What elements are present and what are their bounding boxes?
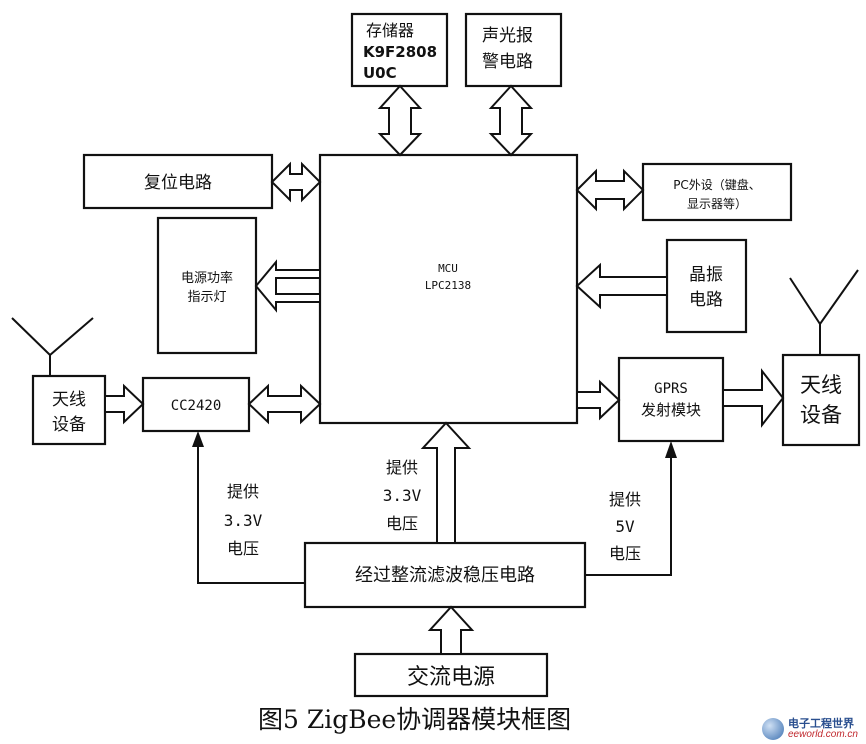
- gprs-label-line1: GPRS: [654, 381, 688, 397]
- figure-caption: 图5 ZigBee协调器模块框图: [258, 705, 572, 734]
- supply-mid-line2: 3.3V: [383, 486, 422, 505]
- supply-right-line2: 5V: [615, 517, 635, 536]
- eeworld-watermark: 电子工程世界 eeworld.com.cn: [761, 718, 858, 740]
- mcu-label-line1: MCU: [438, 262, 458, 275]
- power-indicator-label-line1: 电源功率: [181, 270, 233, 286]
- antenna-right-label-line1: 天线: [800, 373, 842, 397]
- reset-label: 复位电路: [144, 173, 212, 193]
- eeworld-logo-icon: [761, 718, 784, 740]
- pc-peripheral-block: PC外设（键盘、 显示器等）: [641, 162, 793, 222]
- antenna-device-left-block: 天线 设备: [31, 374, 107, 446]
- antenna-left-icon: [11, 317, 94, 376]
- regulator-label: 经过整流滤波稳压电路: [355, 565, 535, 586]
- storage-label-line1: 存储器: [366, 21, 414, 40]
- cc2420-label: CC2420: [171, 398, 222, 414]
- regulator-block: 经过整流滤波稳压电路: [303, 541, 587, 609]
- antenna-right-icon: [789, 269, 859, 355]
- pc-peripheral-label-line1: PC外设（键盘、: [673, 177, 761, 192]
- ac-power-block: 交流电源: [353, 652, 549, 698]
- mcu-block: MCU LPC2138: [318, 153, 579, 425]
- supply-label-mid: 提供 3.3V 电压: [383, 458, 422, 533]
- supply-label-right: 提供 5V 电压: [609, 490, 641, 563]
- supply-right-line3: 电压: [609, 544, 641, 563]
- power-indicator-block: 电源功率 指示灯: [156, 216, 258, 355]
- watermark-text: 电子工程世界 eeworld.com.cn: [788, 718, 858, 740]
- supply-mid-line1: 提供: [386, 458, 418, 477]
- watermark-url: eeworld.com.cn: [787, 729, 858, 740]
- zigbee-coordinator-block-diagram: 存储器 K9F2808 U0C 声光报 警电路 复位电路 MCU LPC2138…: [11, 12, 861, 698]
- cc2420-mcu-double-arrow: [247, 383, 322, 425]
- cc2420-block: CC2420: [141, 376, 251, 433]
- watermark-name: 电子工程世界: [787, 717, 854, 730]
- storage-label-line3: U0C: [363, 64, 397, 82]
- storage-label-line2: K9F2808: [363, 43, 437, 61]
- pc-peripheral-label-line2: 显示器等）: [687, 197, 747, 211]
- crystal-label-line1: 晶振: [689, 265, 723, 285]
- mcu-pc-double-arrow: [575, 168, 645, 212]
- supply-wire-cc2420: [192, 431, 305, 584]
- ac-regulator-arrow: [427, 605, 475, 655]
- mcu-label-line2: LPC2138: [425, 279, 471, 292]
- crystal-mcu-arrow: [575, 262, 668, 310]
- supply-left-line1: 提供: [227, 482, 259, 501]
- gprs-label-line2: 发射模块: [641, 401, 701, 419]
- gprs-antenna-arrow: [722, 368, 785, 428]
- power-indicator-label-line2: 指示灯: [187, 290, 226, 305]
- regulator-mcu-arrow: [420, 421, 472, 544]
- alarm-mcu-double-arrow: [488, 84, 534, 157]
- supply-mid-line3: 电压: [386, 514, 418, 533]
- storage-block: 存储器 K9F2808 U0C: [350, 12, 449, 88]
- reset-circuit-block: 复位电路: [82, 153, 274, 210]
- supply-right-line1: 提供: [609, 490, 641, 509]
- storage-mcu-double-arrow: [377, 84, 423, 157]
- antenna-device-right-block: 天线 设备: [781, 353, 861, 447]
- antenna-right-label-line2: 设备: [800, 403, 842, 427]
- supply-left-line2: 3.3V: [224, 511, 263, 530]
- antenna-left-label-line1: 天线: [52, 390, 86, 410]
- alarm-label-line2: 警电路: [482, 52, 533, 72]
- mcu-power-indicator-arrow: [254, 259, 321, 313]
- antenna-left-label-line2: 设备: [52, 415, 86, 435]
- ac-power-label: 交流电源: [407, 665, 495, 690]
- alarm-block: 声光报 警电路: [464, 12, 563, 88]
- supply-wire-gprs: [585, 441, 677, 576]
- crystal-label-line2: 电路: [689, 290, 723, 310]
- alarm-label-line1: 声光报: [482, 26, 533, 46]
- reset-mcu-double-arrow: [270, 161, 322, 203]
- gprs-block: GPRS 发射模块: [617, 356, 725, 443]
- crystal-oscillator-block: 晶振 电路: [665, 238, 748, 334]
- supply-label-left: 提供 3.3V 电压: [224, 482, 263, 558]
- supply-left-line3: 电压: [227, 539, 259, 558]
- mcu-gprs-arrow: [576, 379, 621, 421]
- antenna-cc2420-arrow: [104, 383, 145, 425]
